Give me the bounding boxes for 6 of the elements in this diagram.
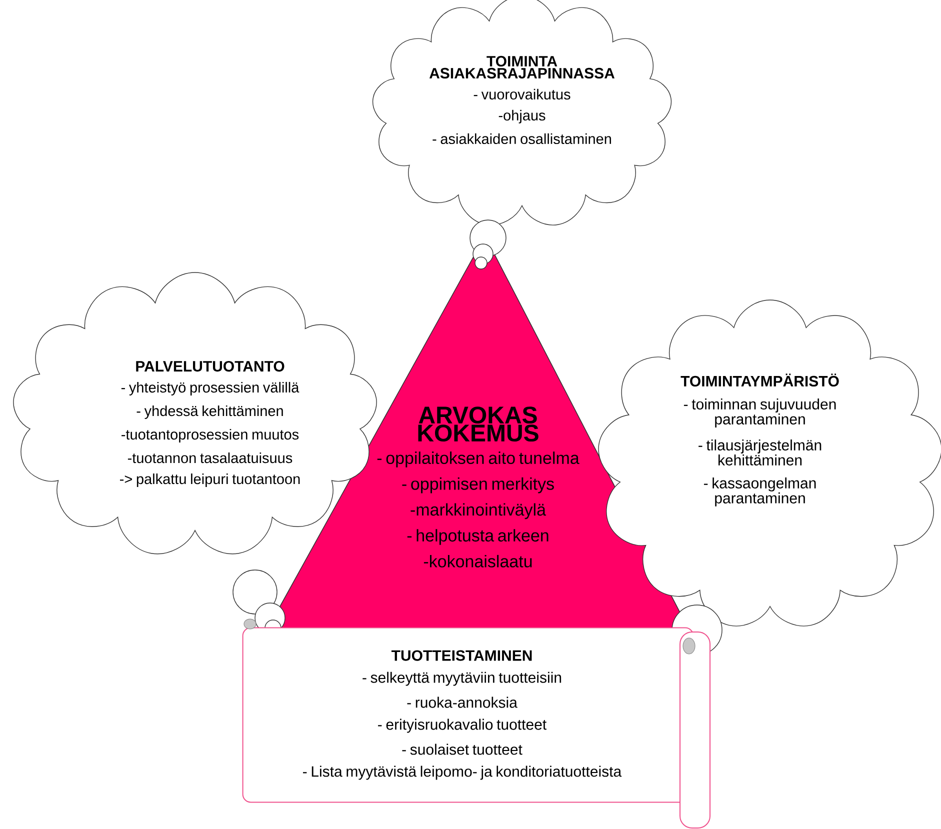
scroll-banner: TUOTTEISTAMINEN - selkeyttä myytäviin tuotteisiin - ruoka-annoksia - erityisruokavalio tuotteet - suolaiset tuotteet - Lista myytävistä leipomo- ja konditoriatuotteista xyxy=(242,618,710,828)
node-label: - kassaongelman parantaminen xyxy=(704,477,816,506)
thought-cloud: TOIMINTAYMPÄRISTÖ - toiminnan sujuvuuden parantaminen - tilausjärjestelmän kehittäminen - kassaongelman parantaminen xyxy=(598,300,941,656)
thought-cloud: PALVELUTUOTANTO - yhteistyö prosessien välillä - yhdessä kehittäminen -tuotantoprosessien muutos -tuotannon tasalaatuisuus -> palkattu leipuri tuotantoon xyxy=(13,272,377,636)
node-label: - tilausjärjestelmän kehittäminen xyxy=(698,439,822,466)
thought-cloud: TOIMINTA ASIAKASRAJAPINNASSA - vuorovaikutus -ohjaus - asiakkaiden osallistaminen xyxy=(372,0,672,270)
